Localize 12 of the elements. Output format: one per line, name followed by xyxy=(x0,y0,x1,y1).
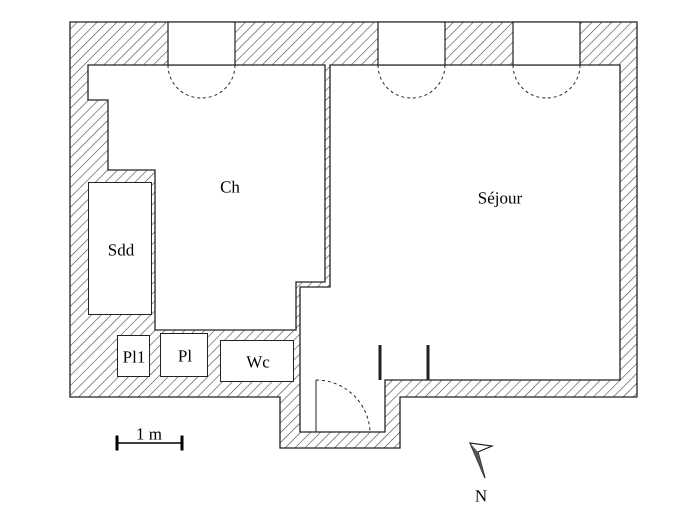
north-label: N xyxy=(474,488,488,504)
room-label: Séjour xyxy=(478,190,522,206)
room-label: Sdd xyxy=(108,242,134,258)
room-label: Wc xyxy=(246,354,270,370)
fixture-outline xyxy=(220,340,294,382)
scale-label: 1 m xyxy=(136,426,162,442)
room-label: Pl xyxy=(178,348,192,364)
fixture-outline xyxy=(117,335,150,377)
room-label: Ch xyxy=(220,178,240,196)
fixture-outline xyxy=(88,182,152,315)
fixture-outline xyxy=(160,333,208,377)
room-label: Pl1 xyxy=(122,348,146,366)
